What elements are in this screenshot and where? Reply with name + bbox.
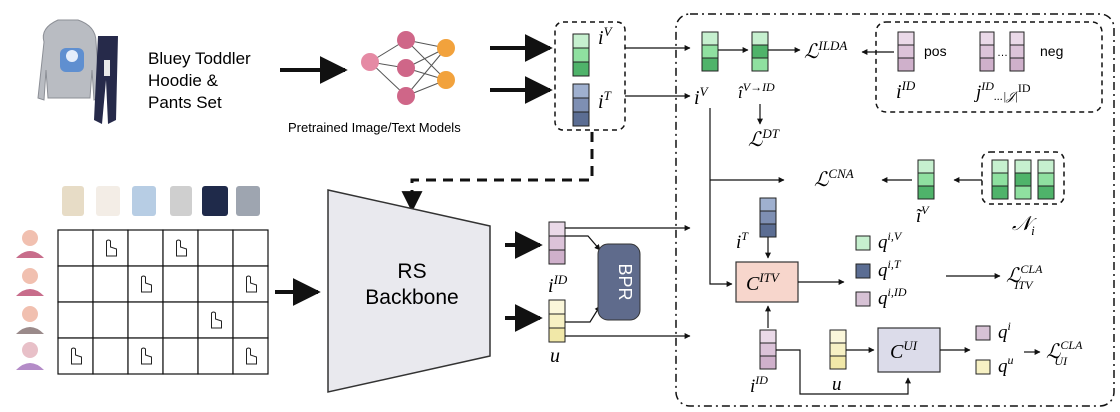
svg-text:Hoodie &: Hoodie & bbox=[148, 71, 219, 90]
panel-u-embedding bbox=[829, 329, 847, 370]
loss-cna: ℒCNA bbox=[814, 166, 854, 191]
click-hand-icon bbox=[106, 239, 117, 257]
embedding-to-backbone-dashed-arrow bbox=[401, 132, 594, 213]
bpr-block bbox=[597, 243, 641, 321]
matrix-cell bbox=[197, 337, 234, 375]
it-embedding bbox=[572, 83, 590, 127]
iv-tilde-embedding bbox=[917, 159, 935, 200]
alignment-module-panel bbox=[675, 13, 1115, 407]
matrix-cell bbox=[92, 337, 129, 375]
iid-label: iID bbox=[548, 272, 568, 297]
iv-hat-label: îV→ID bbox=[738, 80, 775, 102]
matrix-cell bbox=[232, 301, 269, 339]
models-caption: Pretrained Image/Text Models bbox=[288, 120, 461, 135]
svg-text:Bluey Toddler: Bluey Toddler bbox=[148, 49, 251, 68]
q-iid: qi,ID bbox=[878, 285, 907, 309]
pos-label: pos bbox=[924, 43, 947, 59]
click-hand-icon bbox=[71, 347, 82, 365]
matrix-cell bbox=[57, 229, 94, 267]
matrix-cell bbox=[197, 229, 234, 267]
neighbor-embeddings bbox=[991, 159, 1055, 200]
iv-hat-embedding bbox=[751, 31, 769, 72]
panel-iid-embedding bbox=[759, 329, 777, 370]
pos-neg-box bbox=[875, 21, 1103, 113]
iid-embedding bbox=[548, 221, 566, 265]
click-hand-icon bbox=[246, 275, 257, 293]
neg-jid-label: jID...|𝒥|ID bbox=[973, 79, 1031, 103]
itv-module-label: CITV bbox=[746, 270, 781, 295]
panel-iv-embedding bbox=[701, 31, 719, 72]
matrix-cell bbox=[162, 265, 199, 303]
panel-u-label: u bbox=[832, 374, 842, 395]
click-hand-icon bbox=[211, 311, 222, 329]
u-label: u bbox=[550, 345, 560, 367]
matrix-cell bbox=[127, 229, 164, 267]
matrix-cell bbox=[92, 265, 129, 303]
q-u: qu bbox=[998, 353, 1014, 377]
ui-module-label: CUI bbox=[890, 338, 918, 363]
ui-module bbox=[877, 327, 941, 373]
neighbors-label: 𝒩i bbox=[1012, 213, 1037, 238]
click-hand-icon bbox=[176, 239, 187, 257]
click-hand-icon bbox=[246, 347, 257, 365]
panel-iid-label: iID bbox=[750, 373, 768, 397]
pos-iid-label: iID bbox=[896, 78, 916, 103]
pos-iid-embedding bbox=[897, 31, 915, 72]
ui-outputs bbox=[975, 325, 991, 375]
click-hand-icon bbox=[141, 347, 152, 365]
neg-jid-embeddings: … bbox=[979, 31, 1025, 72]
loss-dt: ℒDT bbox=[748, 126, 780, 151]
q-i: qi bbox=[998, 319, 1011, 343]
q-it: qi,T bbox=[878, 257, 902, 281]
click-hand-icon bbox=[141, 275, 152, 293]
u-embedding bbox=[548, 299, 566, 343]
rs-backbone bbox=[327, 189, 491, 393]
bpr-label: BPR bbox=[615, 263, 635, 300]
matrix-cell bbox=[162, 337, 199, 375]
it-label: iT bbox=[598, 88, 612, 113]
itv-outputs bbox=[855, 235, 871, 307]
iv-embedding bbox=[572, 33, 590, 77]
user-avatars bbox=[16, 230, 44, 370]
modal-embedding-box bbox=[554, 21, 626, 131]
loss-ilda: ℒILDA bbox=[804, 38, 847, 63]
product-image bbox=[37, 19, 118, 124]
panel-it-label: iT bbox=[736, 229, 749, 253]
matrix-cell bbox=[162, 301, 199, 339]
neg-label: neg bbox=[1040, 43, 1063, 59]
matrix-cell bbox=[57, 301, 94, 339]
matrix-cell bbox=[57, 265, 94, 303]
svg-text:Pants Set: Pants Set bbox=[148, 93, 222, 112]
svg-text:…: … bbox=[997, 47, 1008, 59]
itv-module bbox=[735, 261, 799, 303]
matrix-cell bbox=[92, 301, 129, 339]
panel-it-embedding bbox=[759, 197, 777, 238]
iv-tilde-label: ĩV bbox=[916, 203, 930, 227]
matrix-cell bbox=[232, 229, 269, 267]
q-iv: qi,V bbox=[878, 229, 903, 253]
item-thumbnails bbox=[62, 186, 260, 216]
interaction-matrix bbox=[57, 229, 269, 375]
product-title: Bluey Toddler Hoodie & Pants Set bbox=[148, 49, 251, 112]
matrix-cell bbox=[197, 265, 234, 303]
pretrained-network-icon bbox=[361, 31, 455, 105]
matrix-cell bbox=[127, 301, 164, 339]
panel-iv-label: iV bbox=[694, 84, 710, 109]
iv-label: iV bbox=[598, 24, 614, 49]
backbone-label-rs: RS bbox=[397, 260, 426, 283]
backbone-label: Backbone bbox=[365, 286, 458, 309]
